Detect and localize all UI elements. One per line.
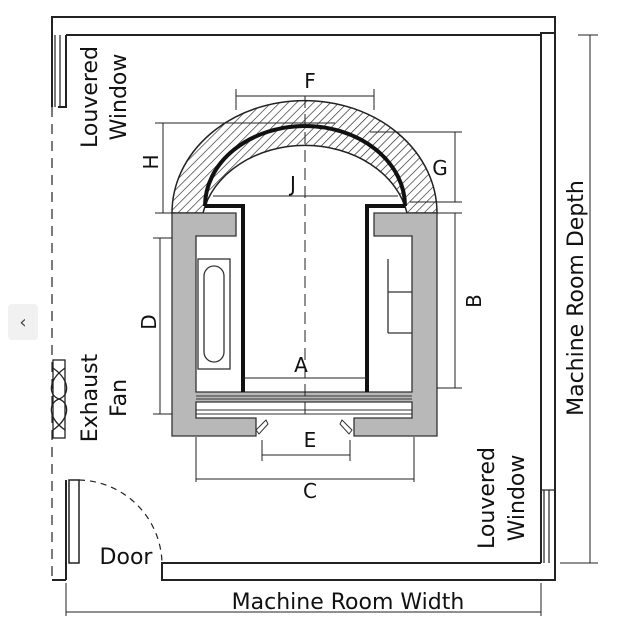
label-a: A (294, 353, 308, 377)
room-walls (51, 16, 556, 581)
louvered-window-right (541, 489, 555, 563)
prev-image-button[interactable]: ‹ (8, 304, 38, 340)
hoistway-wall (171, 212, 438, 437)
door-icon (68, 479, 163, 564)
door-label: Door (100, 545, 154, 570)
counterweight (197, 258, 231, 370)
label-c: C (303, 479, 317, 503)
label-j: J (288, 172, 296, 196)
label-f: F (304, 69, 316, 93)
door-jambs (255, 419, 353, 435)
label-h: H (139, 154, 163, 169)
exhaust-fan-label-2: Fan (107, 379, 132, 417)
elevator-car (205, 204, 405, 392)
dimension-lines (65, 34, 598, 616)
exhaust-fan-icon (50, 359, 68, 439)
machine-room-width-label: Machine Room Width (232, 590, 465, 615)
chevron-left-icon: ‹ (19, 311, 27, 333)
car-sill (196, 395, 412, 415)
louvered-window-right-label-1: Louvered (475, 447, 500, 549)
label-g: G (432, 156, 448, 180)
louvered-window-top-label-2: Window (107, 54, 132, 141)
exhaust-fan-label-1: Exhaust (78, 353, 103, 442)
guide-rail (387, 259, 412, 334)
label-b: B (462, 294, 486, 308)
louvered-window-top (54, 35, 61, 107)
label-d: D (137, 314, 161, 329)
label-e: E (304, 428, 317, 452)
louvered-window-top-label-1: Louvered (78, 46, 103, 148)
louvered-window-right-label-2: Window (505, 455, 530, 542)
machine-room-depth-label: Machine Room Depth (564, 180, 589, 416)
